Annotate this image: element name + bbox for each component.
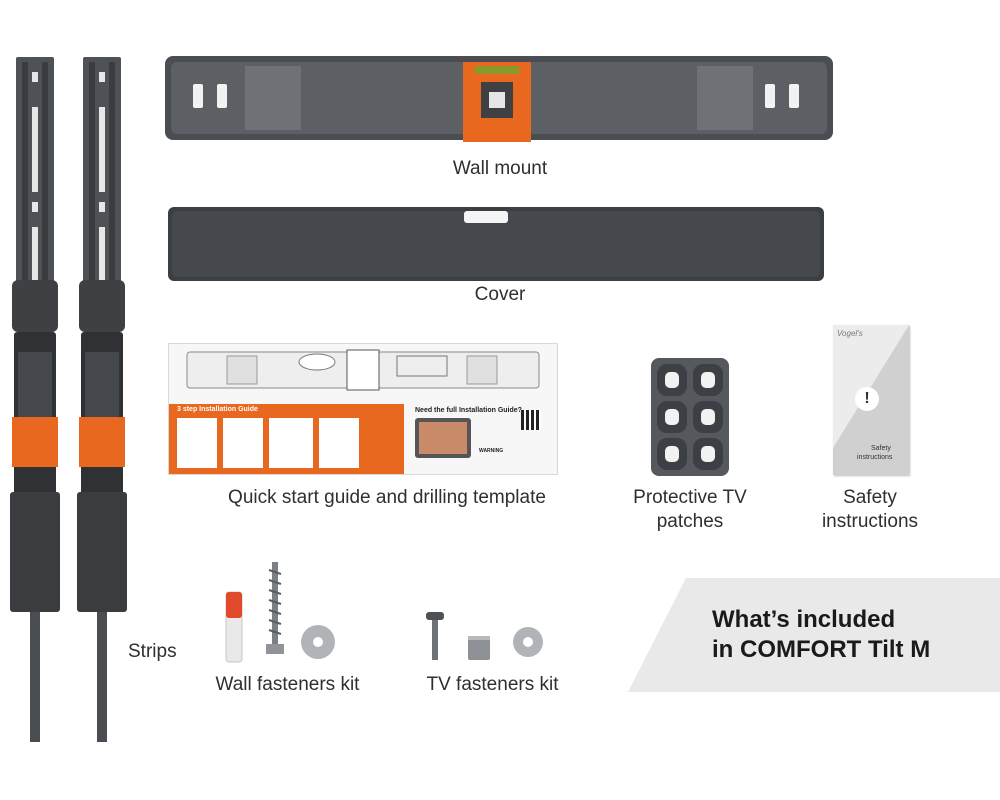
cover-label: Cover — [474, 284, 526, 305]
warning-icon: ! — [855, 387, 879, 411]
wall-mount-image — [165, 56, 833, 142]
strips-label: Strips — [128, 641, 177, 662]
strip-right — [77, 57, 127, 742]
drilling-template-diagram — [186, 349, 540, 391]
guide-step-3 — [269, 418, 313, 468]
warning-symbol: ! — [864, 390, 870, 407]
booklet-brand-logo: Vogel's — [837, 329, 863, 338]
guide-step-2 — [223, 418, 263, 468]
banner-line2: in COMFORT Tilt M — [712, 636, 931, 663]
whats-included-banner — [628, 578, 1000, 692]
protective-patches-image — [651, 358, 729, 476]
tv-fasteners-label: TV fasteners kit — [426, 674, 559, 695]
tv-fasteners-image — [426, 612, 543, 660]
quick-start-label: Quick start guide and drilling template — [228, 487, 546, 508]
guide-tablet-image — [415, 418, 471, 458]
wall-fasteners-image — [225, 562, 335, 663]
strip-left — [10, 57, 60, 742]
cover-image — [168, 207, 824, 281]
protective-label-line1: Protective TV — [633, 487, 747, 508]
banner-title: What’s included in COMFORT Tilt M — [712, 605, 930, 665]
qr-code-icon — [521, 410, 541, 430]
wall-mount-label: Wall mount — [452, 158, 548, 179]
booklet-title-line2: instructions — [857, 454, 893, 461]
banner-line1: What’s included — [712, 606, 896, 633]
guide-step-4 — [319, 418, 359, 468]
booklet-title-line1: Safety — [871, 445, 891, 452]
guide-full-guide-text: Need the full Installation Guide? — [415, 407, 522, 414]
safety-label-line2: instructions — [821, 511, 919, 532]
guide-heading: 3 step Installation Guide — [177, 406, 258, 413]
protective-label-line2: patches — [656, 511, 724, 532]
wall-fasteners-label: Wall fasteners kit — [215, 674, 360, 695]
safety-label-line1: Safety — [843, 487, 897, 508]
safety-booklet-image: Vogel's ! Safety instructions — [833, 325, 909, 475]
guide-warning-text: WARNING — [479, 448, 504, 454]
quick-start-guide-image: 3 step Installation Guide Need the full … — [168, 343, 558, 475]
guide-orange-panel: 3 step Installation Guide — [169, 404, 404, 474]
guide-step-1 — [177, 418, 217, 468]
